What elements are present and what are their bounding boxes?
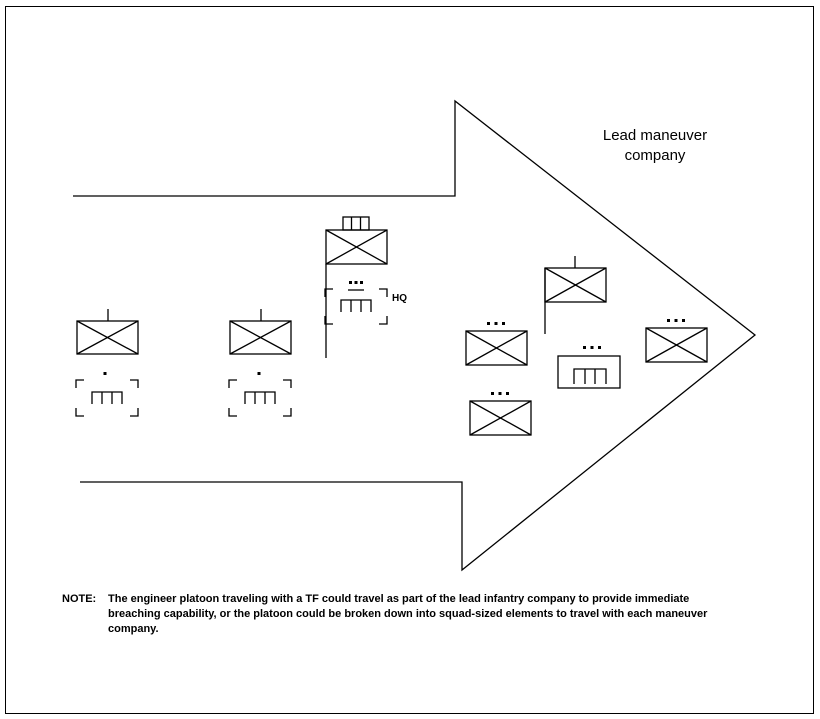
unit-symbol-2 (229, 309, 292, 355)
hq-label: HQ (392, 293, 407, 304)
unit-symbol-5 (469, 400, 532, 436)
figure-note: NOTE: The engineer platoon traveling wit… (62, 592, 722, 637)
note-label: NOTE: (62, 593, 97, 605)
platoon-dots-eng (583, 346, 601, 349)
lead-label-line-2: company (624, 147, 686, 164)
lead-label-line-1: Lead maneuver (602, 127, 708, 144)
engineer-platoon-symbol (557, 355, 621, 389)
figure-frame (5, 6, 814, 714)
platoon-dots-7 (667, 319, 685, 322)
unit-symbol-1 (76, 309, 139, 355)
platoon-dots-4 (487, 322, 505, 325)
platoon-dots-5 (491, 392, 509, 395)
unit-symbol-3-hq (325, 216, 388, 358)
unit-symbol-7 (645, 327, 708, 363)
unit-symbol-6 (544, 256, 607, 334)
lead-maneuver-label: Lead maneuver company (575, 126, 735, 166)
unit-symbol-4 (465, 330, 528, 366)
note-text: The engineer platoon traveling with a TF… (108, 593, 708, 635)
engineer-hq-platoon-symbol (324, 281, 388, 325)
movement-arrow (73, 99, 757, 572)
engineer-squad-symbol-1 (75, 372, 139, 417)
engineer-squad-symbol-2 (228, 372, 292, 417)
